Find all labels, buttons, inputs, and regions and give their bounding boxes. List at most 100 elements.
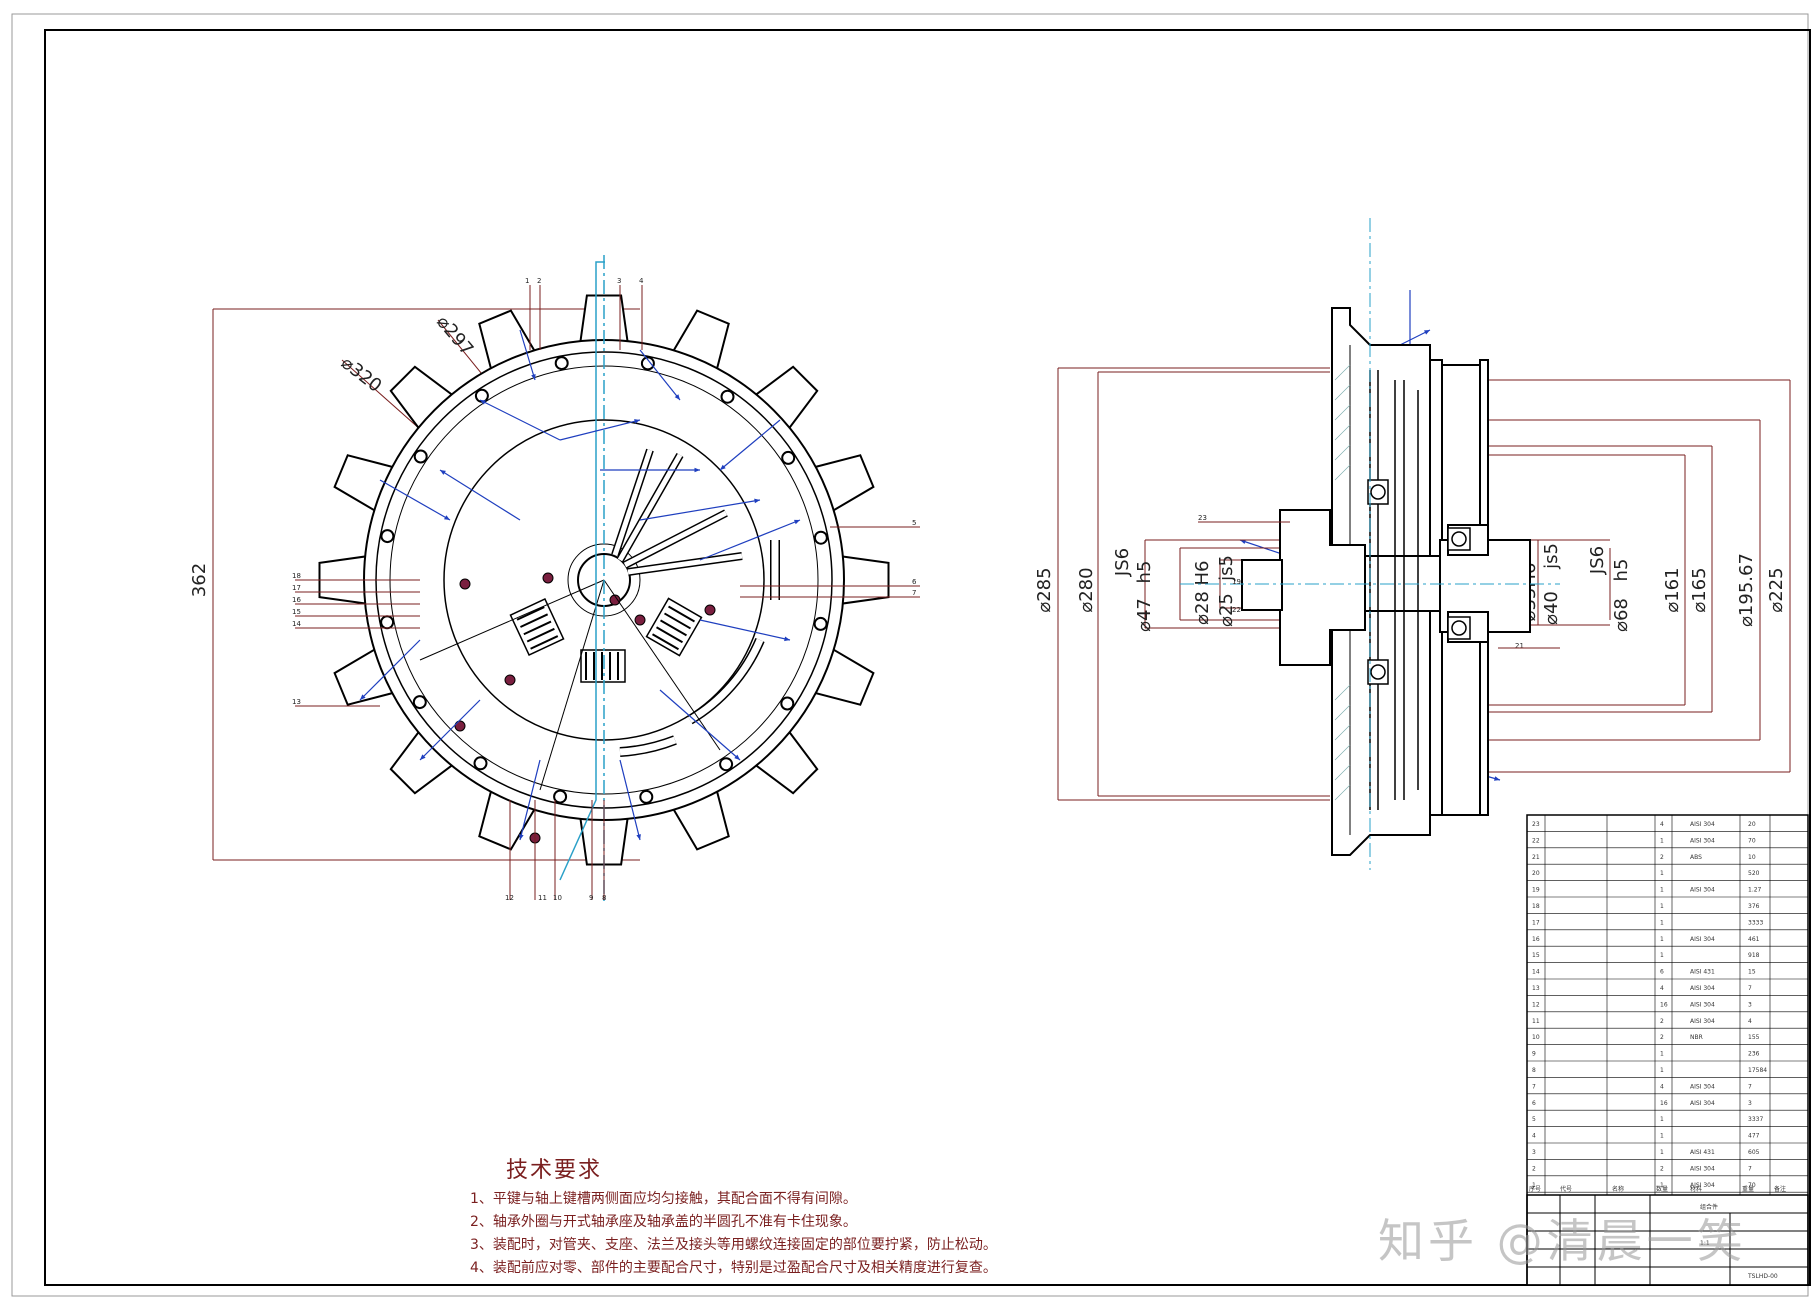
watermark: 知乎 @清晨一笑 bbox=[1378, 1214, 1747, 1268]
vector-line bbox=[699, 519, 801, 561]
bom-cell: AISI 431 bbox=[1690, 969, 1715, 976]
height-dim-label: 362 bbox=[189, 563, 210, 597]
rivet bbox=[542, 572, 554, 584]
bom-cell: AISI 304 bbox=[1690, 837, 1715, 844]
bom-cell: 19 bbox=[1532, 887, 1540, 894]
balloon-7: 7 bbox=[912, 589, 916, 597]
vector-arrowhead bbox=[1424, 330, 1430, 335]
bom-cell: 10 bbox=[1532, 1034, 1540, 1041]
bom-cell: 1 bbox=[1532, 1182, 1536, 1189]
bom-header-cell: 重量 bbox=[1742, 1185, 1754, 1193]
vector-arrowhead bbox=[420, 754, 426, 760]
bom-cell: 6 bbox=[1660, 969, 1664, 976]
dim-285: ⌀285 bbox=[1034, 567, 1055, 612]
side-view: ⌀285 ⌀280 JS6 h5 ⌀47 H6 ⌀28 js5 ⌀25 ⌀35H… bbox=[1034, 218, 1791, 870]
bom-cell: 1 bbox=[1660, 1149, 1664, 1156]
bom-cell: 22 bbox=[1532, 837, 1540, 844]
vector-arrowhead bbox=[734, 754, 740, 760]
bom-header-cell: 名称 bbox=[1612, 1185, 1624, 1193]
bom-cell: AISI 304 bbox=[1690, 821, 1715, 828]
bom-cell: 9 bbox=[1532, 1051, 1536, 1058]
bom-cell: 1 bbox=[1660, 919, 1664, 926]
spring-left bbox=[509, 598, 565, 656]
dim-225: ⌀225 bbox=[1766, 567, 1787, 612]
bom-cell: 605 bbox=[1748, 1149, 1760, 1156]
balloon-17: 17 bbox=[292, 584, 301, 592]
balloon-21: 21 bbox=[1515, 642, 1524, 650]
bolt-hole bbox=[780, 696, 795, 711]
rivet bbox=[634, 614, 646, 626]
vector-arrowhead bbox=[720, 464, 726, 470]
vector-line bbox=[639, 499, 761, 521]
bom-cell: 21 bbox=[1532, 854, 1540, 861]
vector-line bbox=[719, 419, 781, 471]
vector-arrowhead bbox=[1494, 776, 1500, 781]
bom-cell: 70 bbox=[1748, 1182, 1756, 1189]
tech-req-title: 技术要求 bbox=[506, 1158, 603, 1183]
balloon-10: 10 bbox=[553, 894, 562, 902]
balloon-9: 9 bbox=[589, 894, 593, 902]
bom-cell: 20 bbox=[1748, 821, 1756, 828]
bom-cell: 918 bbox=[1748, 952, 1760, 959]
inner-border bbox=[44, 29, 1811, 1286]
bom-cell: 1.27 bbox=[1748, 887, 1762, 894]
rivet bbox=[504, 674, 516, 686]
balloon-1: 1 bbox=[525, 277, 529, 285]
balloon-18: 18 bbox=[292, 572, 301, 580]
dim-js5: js5 bbox=[1216, 555, 1237, 582]
vector-arrowhead bbox=[444, 515, 450, 520]
balloon-12: 12 bbox=[505, 894, 514, 902]
spring-bottom bbox=[580, 649, 626, 683]
bom-cell: 4 bbox=[1532, 1133, 1536, 1140]
balloon-23: 23 bbox=[1198, 514, 1207, 522]
bolt-hole bbox=[554, 356, 569, 371]
section-line bbox=[559, 261, 605, 881]
vector-line bbox=[379, 479, 451, 521]
front-view: 362 ⌀320 ⌀297 bbox=[189, 255, 1501, 905]
vector-arrowhead bbox=[519, 834, 524, 840]
bom-cell: 15 bbox=[1532, 952, 1540, 959]
vector-line bbox=[419, 699, 481, 761]
balloon-19: 19 bbox=[1232, 578, 1241, 586]
balloon-22: 22 bbox=[1232, 606, 1241, 614]
balloon-3: 3 bbox=[617, 277, 621, 285]
bom-cell: AISI 304 bbox=[1690, 1001, 1715, 1008]
bolt-hole bbox=[380, 529, 395, 544]
bom-cell: AISI 304 bbox=[1690, 936, 1715, 943]
bom-cell: 17 bbox=[1532, 919, 1540, 926]
bom-cell: NBR bbox=[1690, 1034, 1703, 1041]
bom-cell: 477 bbox=[1748, 1133, 1760, 1140]
bolt-hole bbox=[640, 356, 655, 371]
title-block bbox=[1526, 1194, 1809, 1286]
balloon-16: 16 bbox=[292, 596, 301, 604]
bom-cell: 4 bbox=[1660, 985, 1664, 992]
vector-arrowhead bbox=[794, 519, 800, 525]
bolt-hole bbox=[720, 389, 735, 404]
bolt-hole bbox=[813, 616, 828, 631]
balloon-4: 4 bbox=[639, 277, 644, 285]
bom-cell: 18 bbox=[1532, 903, 1540, 910]
dim-68: ⌀68 bbox=[1611, 598, 1632, 632]
bolt-hole bbox=[781, 450, 796, 465]
side-balloons: 23 19 22 21 bbox=[1198, 514, 1524, 650]
bom-cell: 520 bbox=[1748, 870, 1760, 877]
bolt-hole bbox=[413, 449, 428, 464]
bom-cell: AISI 431 bbox=[1690, 1149, 1715, 1156]
bom-cell: 3 bbox=[1532, 1149, 1536, 1156]
vector-line bbox=[559, 419, 641, 441]
bom-cell: 3333 bbox=[1748, 919, 1763, 926]
vector-arrowhead bbox=[636, 834, 641, 840]
bom-cell: 1 bbox=[1660, 887, 1664, 894]
bom-cell: 1 bbox=[1660, 870, 1664, 877]
bom-cell: AISI 304 bbox=[1690, 1018, 1715, 1025]
rivet bbox=[704, 604, 716, 616]
dia-320-label: ⌀320 bbox=[337, 352, 386, 396]
bom-cell: AISI 304 bbox=[1690, 887, 1715, 894]
dim-js5-right: js5 bbox=[1541, 543, 1562, 570]
vector-arrowhead bbox=[754, 498, 760, 504]
bom-header-cell: 材料 bbox=[1690, 1185, 1702, 1193]
bom-cell: 6 bbox=[1532, 1100, 1536, 1107]
vector-line bbox=[439, 469, 521, 521]
bom-cell: AISI 304 bbox=[1690, 985, 1715, 992]
bom-cell: 4 bbox=[1748, 1018, 1752, 1025]
